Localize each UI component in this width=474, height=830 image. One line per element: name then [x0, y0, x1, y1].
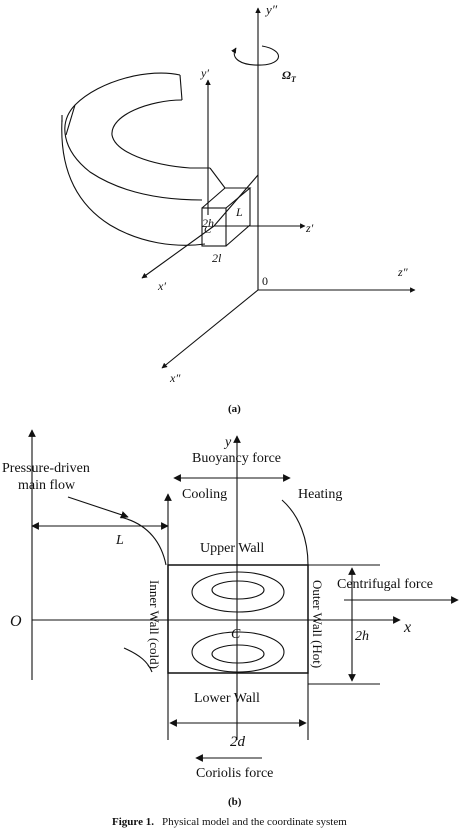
axis-y-double-prime-label: y″ — [264, 2, 278, 17]
panel-a-label: (a) — [228, 403, 241, 415]
origin-o-label: O — [10, 613, 22, 630]
heating-label: Heating — [298, 487, 342, 502]
omega-t-label: ΩT — [282, 68, 297, 84]
pressure-driven-label-line1: Pressure-driven — [2, 461, 90, 476]
rotation-arrow-icon — [231, 45, 280, 66]
inner-wall-label: Inner Wall (cold) — [147, 580, 162, 669]
axis-z-prime-label: z′ — [305, 221, 314, 235]
axis-x-prime — [141, 225, 215, 279]
label-c-a: C — [204, 224, 212, 236]
inner-wall-curve — [123, 647, 153, 673]
length-l-label-b: L — [115, 533, 124, 548]
lower-vortex-outer — [191, 631, 285, 673]
upper-vortex-inner — [211, 580, 265, 600]
cooling-label: Cooling — [182, 487, 227, 502]
panel-a-diagram: y″ ΩT y′ z′ x′ L 2h C 2l z″ x″ 0 (a) — [61, 2, 416, 415]
heating-curve — [281, 499, 309, 566]
label-2h-a: 2h — [202, 216, 214, 230]
panel-b-diagram: x O y Buoyancy force Cooling Heating Pre… — [2, 429, 459, 808]
duct-cross-section — [167, 564, 309, 674]
lower-wall-label: Lower Wall — [194, 691, 260, 706]
lower-vortex-inner — [211, 644, 265, 664]
width-2d-label: 2d — [230, 734, 246, 750]
length-l-line — [213, 174, 259, 227]
axis-x-label: x — [403, 619, 411, 636]
label-2l-a: 2l — [212, 251, 222, 265]
curved-duct-shape — [61, 72, 252, 247]
upper-vortex-outer — [191, 571, 285, 613]
buoyancy-force-label: Buoyancy force — [192, 451, 281, 466]
axis-y-prime-label: y′ — [200, 66, 209, 80]
origin-zero-label: 0 — [262, 274, 268, 288]
axis-y-label: y — [223, 435, 232, 450]
axis-z-double-prime-label: z″ — [397, 265, 409, 279]
panel-b-label: (b) — [228, 796, 242, 808]
figure-caption: Figure 1.Physical model and the coordina… — [112, 816, 347, 828]
pressure-flow-arrow — [67, 496, 129, 519]
center-c-label: C — [231, 627, 241, 642]
outer-wall-label: Outer Wall (Hot) — [310, 580, 325, 668]
axis-x-double-prime — [161, 289, 259, 369]
centrifugal-force-label: Centrifugal force — [337, 577, 433, 592]
height-2h-label: 2h — [355, 629, 369, 644]
coriolis-force-label: Coriolis force — [196, 766, 273, 781]
axis-x-double-prime-label: x″ — [169, 371, 181, 385]
upper-wall-label: Upper Wall — [200, 541, 264, 556]
pressure-driven-label-line2: main flow — [18, 478, 76, 493]
cooling-curve — [119, 516, 167, 566]
length-l-label: L — [235, 205, 243, 219]
axis-x-prime-label: x′ — [157, 279, 166, 293]
